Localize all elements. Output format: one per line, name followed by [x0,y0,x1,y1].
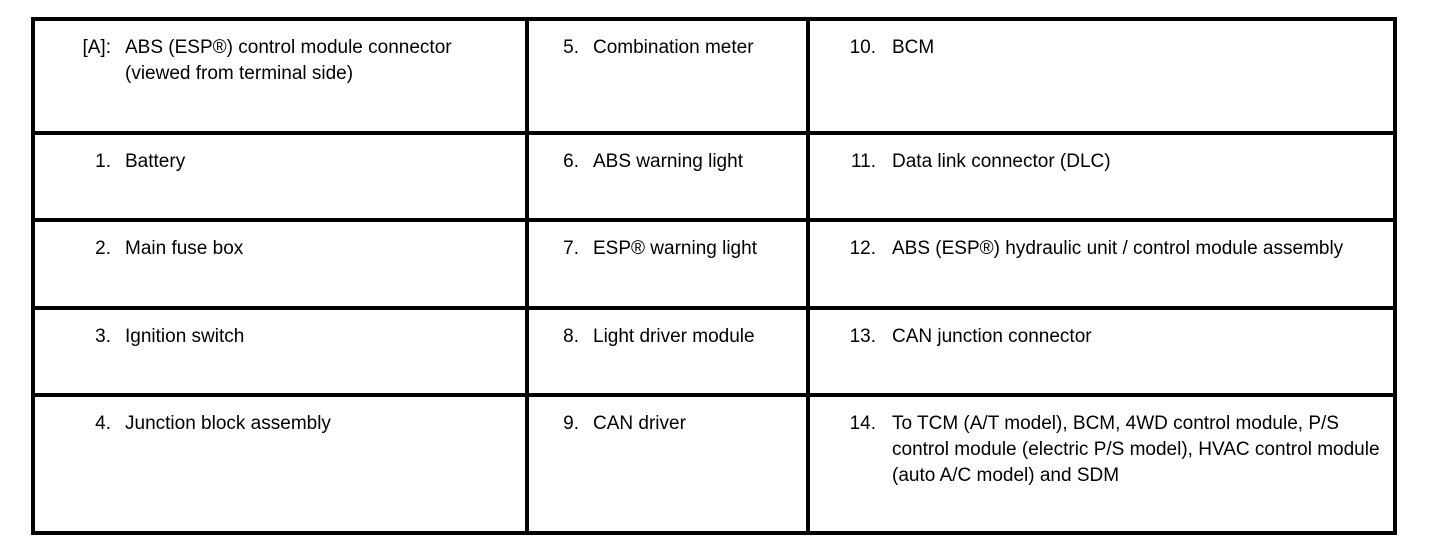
legend-cell-key: 2. [95,238,111,260]
legend-cell-key: 7. [563,238,579,260]
legend-cell-key: 5. [563,37,579,58]
legend-cell-key: 13. [849,325,876,347]
legend-cell-text: ESP® warning light [593,238,757,260]
legend-cell-text: Light driver module [593,325,755,347]
legend-cell-9: 9. CAN driver [529,397,810,532]
legend-cell-7: 7. ESP® warning light [529,222,810,306]
legend-cell-1: 1. Battery [35,135,529,219]
legend-cell-2: 2. Main fuse box [35,222,529,306]
legend-cell-11: 11. Data link connector (DLC) [810,135,1393,219]
legend-cell-text: CAN driver [593,413,686,435]
legend-cell-key: 8. [563,325,579,347]
legend-cell-key: 1. [95,151,111,173]
table-row: 4. Junction block assembly 9. CAN driver… [35,397,1393,532]
legend-cell-8: 8. Light driver module [529,309,810,394]
legend-cell-text: To TCM (A/T model), BCM, 4WD control mod… [892,413,1380,487]
legend-cell-text: CAN junction connector [892,325,1092,347]
legend-cell-text: Junction block assembly [125,413,331,435]
legend-cell-a: [A]: ABS (ESP®) control module connector… [35,21,529,132]
legend-cell-3: 3. Ignition switch [35,309,529,394]
legend-cell-text: Ignition switch [125,325,245,347]
legend-cell-14: 14. To TCM (A/T model), BCM, 4WD control… [810,397,1393,532]
table-row: 2. Main fuse box 7. ESP® warning light 1… [35,222,1393,310]
legend-cell-key: 3. [95,325,111,347]
legend-cell-4: 4. Junction block assembly [35,397,529,532]
legend-cell-text: Battery [125,151,186,173]
legend-cell-key: 6. [563,151,579,173]
legend-cell-text: Data link connector (DLC) [892,151,1111,173]
legend-cell-text: Main fuse box [125,238,244,260]
legend-cell-key: 14. [849,413,876,435]
legend-cell-12: 12. ABS (ESP®) hydraulic unit / control … [810,222,1393,306]
table-row: [A]: ABS (ESP®) control module connector… [35,21,1393,136]
legend-cell-key: 11. [850,151,876,173]
legend-cell-text: ABS (ESP®) control module connector (vie… [125,37,452,84]
legend-cell-10: 10. BCM [810,21,1393,132]
legend-cell-key: [A]: [82,37,111,58]
legend-cell-key: 4. [95,413,111,435]
legend-cell-text: ABS warning light [593,151,743,173]
table-row: 3. Ignition switch 8. Light driver modul… [35,309,1393,398]
legend-cell-6: 6. ABS warning light [529,135,810,219]
legend-cell-text: Combination meter [593,37,754,58]
legend-table: [A]: ABS (ESP®) control module connector… [31,17,1397,535]
legend-cell-13: 13. CAN junction connector [810,309,1393,394]
legend-cell-key: 9. [563,413,579,435]
legend-cell-5: 5. Combination meter [529,21,810,132]
table-row: 1. Battery 6. ABS warning light 11. Data… [35,135,1393,223]
legend-cell-text: ABS (ESP®) hydraulic unit / control modu… [892,238,1344,260]
legend-cell-text: BCM [892,37,935,58]
legend-cell-key: 10. [849,37,876,58]
legend-cell-key: 12. [849,238,876,260]
